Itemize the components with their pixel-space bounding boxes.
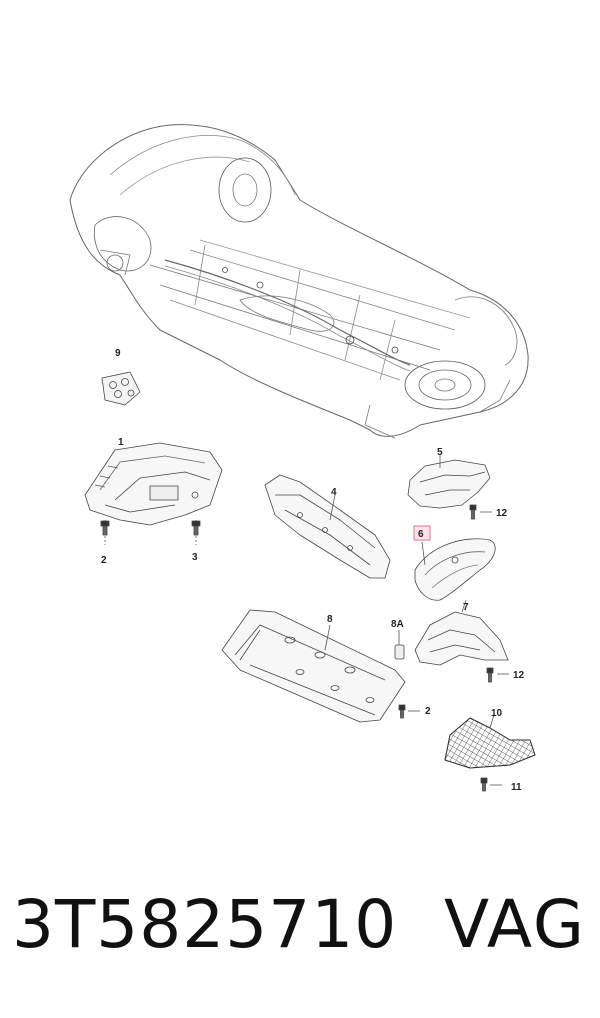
exploded-parts-diagram: 9 1 2 3 4 5 12 6 7 8 8A 2 12 10 11 xyxy=(69,124,536,793)
part-1-engine-undertray xyxy=(84,442,223,526)
part-8a-clip xyxy=(394,630,405,660)
callout-1: 1 xyxy=(118,437,124,448)
part-7-rear-panel xyxy=(414,599,509,666)
bolt-3-front xyxy=(191,520,201,545)
callout-3: 3 xyxy=(192,552,198,563)
part-9-bracket xyxy=(101,371,141,406)
bolt-2-lower xyxy=(398,704,420,719)
part-number: 3T5825710 xyxy=(12,886,398,963)
callout-9: 9 xyxy=(115,348,121,359)
callout-2-lower: 2 xyxy=(425,706,431,717)
bolt-2-front xyxy=(100,520,110,545)
callout-12-lower: 12 xyxy=(513,670,525,681)
part-10-mesh-panel xyxy=(444,714,536,769)
callout-2: 2 xyxy=(101,555,107,566)
car-underbody xyxy=(69,124,529,439)
footer: 3T5825710 VAG xyxy=(0,880,600,990)
bolt-12-lower xyxy=(486,667,509,683)
part-5-bracket xyxy=(407,455,491,509)
brand-label: VAG xyxy=(443,886,586,963)
part-8-underbody-panel xyxy=(221,609,406,723)
callout-8: 8 xyxy=(327,614,333,625)
callout-6: 6 xyxy=(418,529,424,540)
callout-8a: 8A xyxy=(391,619,404,630)
bolt-12-upper xyxy=(469,504,492,520)
bolt-11 xyxy=(480,777,502,792)
callout-12-upper: 12 xyxy=(496,508,508,519)
callout-6-highlight xyxy=(413,525,431,541)
callout-10: 10 xyxy=(491,708,503,719)
part-6-wheel-arch-liner xyxy=(414,538,496,601)
callout-11: 11 xyxy=(511,782,522,793)
callout-7: 7 xyxy=(463,602,469,613)
callout-4: 4 xyxy=(331,487,337,498)
callout-5: 5 xyxy=(437,447,443,458)
part-4-side-panel xyxy=(264,474,391,579)
